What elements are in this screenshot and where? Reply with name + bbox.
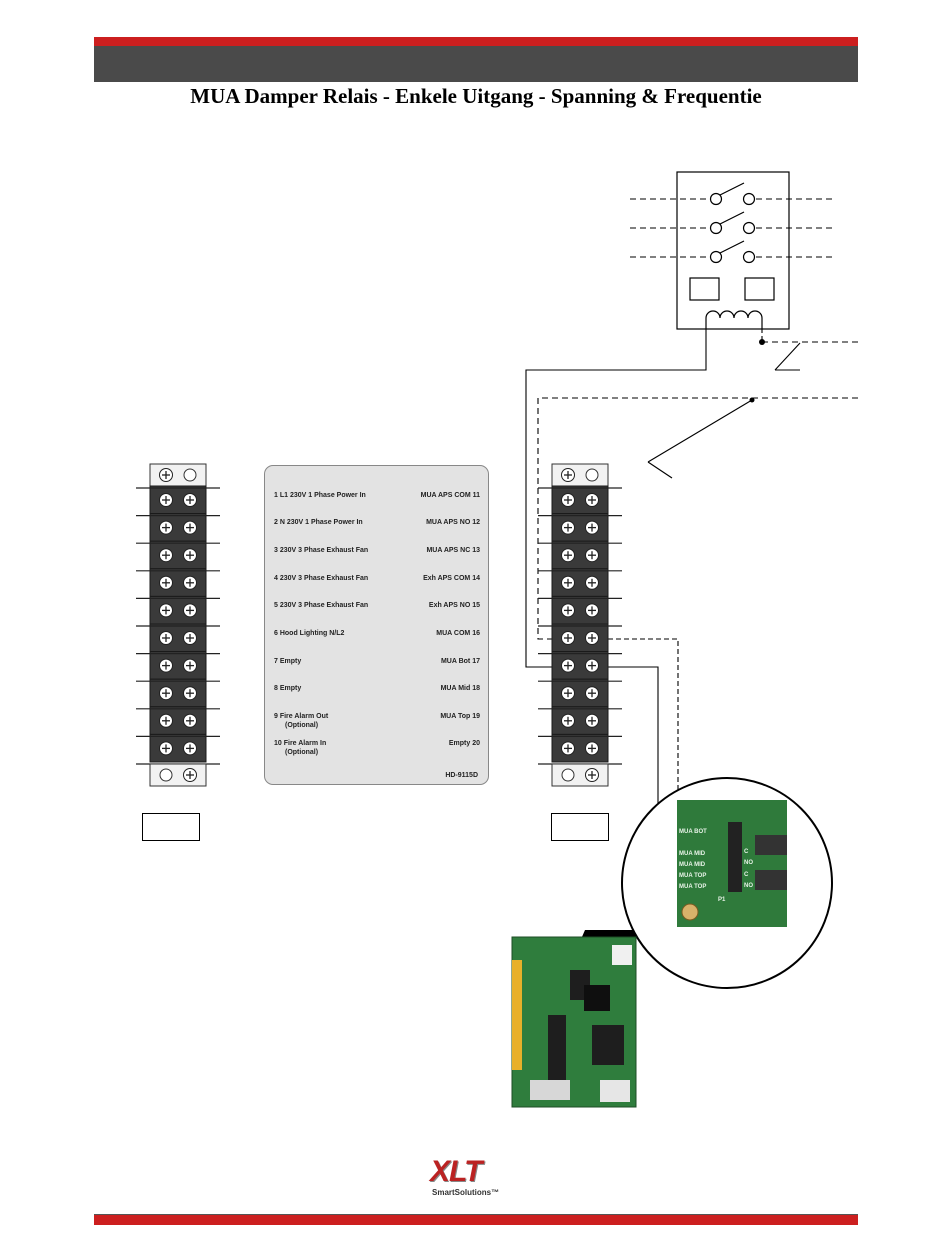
terminal-position [551,485,609,515]
board-contact-label: NO [744,860,753,866]
board-contact-label: C [744,849,749,855]
mount-hole [585,468,599,482]
mount-hole [561,768,575,782]
terminal-position [149,595,207,625]
wires [525,329,858,851]
board-contact-label: C [744,872,749,878]
strip-end-cap [149,463,207,487]
terminal-position [149,513,207,542]
terminal-position [551,568,609,597]
model-number: HD-9115D [445,772,478,779]
page-title: MUA Damper Relais - Enkele Uitgang - Spa… [190,84,762,108]
board-connector-label: P1 [718,897,726,903]
terminal-position [149,651,207,680]
relay-box [630,171,832,330]
terminal-position [149,623,207,653]
strip-end-cap [551,463,609,487]
terminal-position [551,678,609,708]
mount-hole [159,768,173,782]
terminal-position [551,623,609,653]
terminal-position [551,706,609,735]
terminal-position [551,733,609,763]
xlt-logo: XLT SmartSolutions™ [430,1155,525,1203]
board-pin-label: MUA MID [679,862,706,868]
mount-hole [183,468,197,482]
terminal-position [551,595,609,625]
board-pin-label: MUA BOT [679,829,707,835]
terminal-position [551,513,609,542]
terminal-position [149,733,207,763]
terminal-strip-right [538,463,622,787]
board-pin-label: MUA TOP [679,884,706,890]
board-pin-label: MUA MID [679,851,706,857]
header-gray-bar [94,46,858,82]
terminal-position [149,706,207,735]
terminal-label-box-right [551,813,609,841]
footer-red-bar [94,1214,858,1225]
terminal-position [149,540,207,570]
terminal-position [149,485,207,515]
board-contact-label: NO [744,883,753,889]
terminal-label-box-left [142,813,200,841]
header-red-bar [94,37,858,46]
terminal-position [551,651,609,680]
logo-tagline: SmartSolutions™ [432,1188,500,1197]
strip-end-cap [551,763,609,787]
logo-wordmark: XLT [430,1155,482,1188]
terminal-position [149,678,207,708]
terminal-position [551,540,609,570]
terminal-position [149,568,207,597]
circuit-board-photo [511,936,637,1108]
strip-end-cap [149,763,207,787]
board-pin-label: MUA TOP [679,873,706,879]
terminal-strip-left [136,463,220,787]
